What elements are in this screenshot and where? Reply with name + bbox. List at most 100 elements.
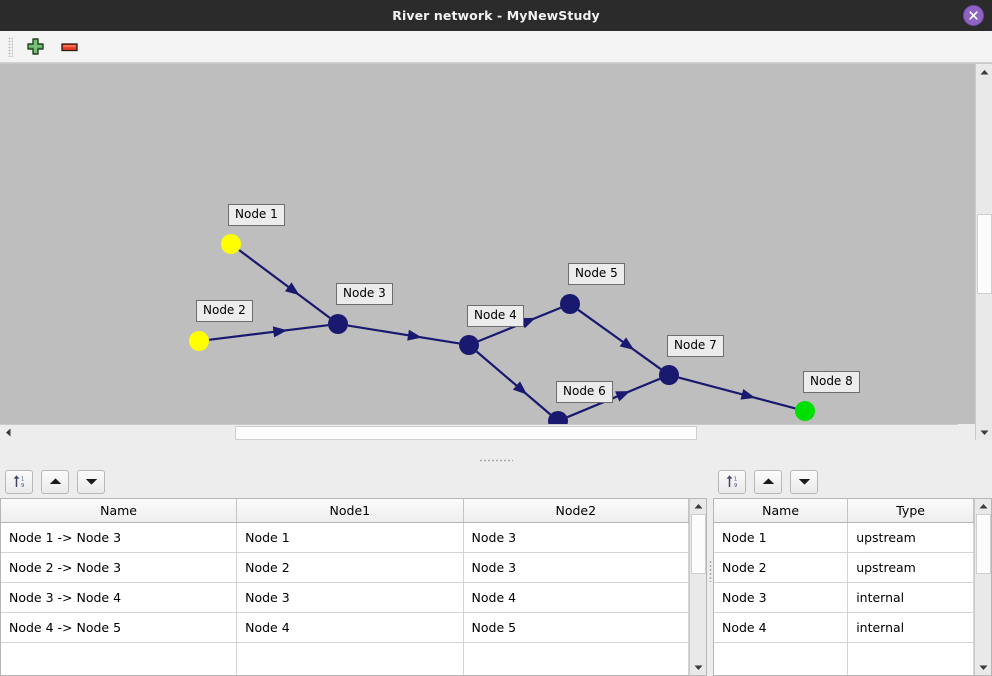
network-graph-canvas[interactable]: Node 1 Node 2 Node 3 Node 4 Node 5 Node 6 Node… (0, 63, 975, 440)
graph-node-label[interactable]: Node 4 (467, 305, 524, 327)
graph-node[interactable] (221, 234, 241, 254)
vertical-splitter[interactable] (707, 465, 713, 676)
table-cell-empty[interactable] (714, 642, 849, 672)
table-cell[interactable]: Node 4 (463, 582, 690, 613)
add-node-button[interactable] (23, 35, 47, 59)
graph-edge[interactable] (238, 249, 331, 319)
branch-move-down-button[interactable] (77, 469, 105, 494)
table-cell[interactable]: internal (847, 612, 974, 643)
table-cell[interactable]: internal (847, 582, 974, 613)
table-cell[interactable]: Node 2 (236, 552, 464, 583)
delete-node-button[interactable] (57, 35, 81, 59)
table-cell[interactable]: Node 1 (236, 522, 464, 553)
branch-scroll-up-button[interactable] (690, 499, 706, 514)
table-cell[interactable]: Node 2 -> Node 3 (1, 552, 238, 583)
table-cell[interactable]: Node 3 (463, 522, 690, 553)
column-header[interactable]: Name (714, 499, 849, 523)
table-cell-empty[interactable] (1, 642, 238, 672)
table-cell-empty[interactable] (236, 672, 464, 675)
table-cell[interactable]: Node 4 -> Node 5 (1, 612, 238, 643)
graph-edge[interactable] (347, 324, 460, 345)
table-cell-empty[interactable] (236, 642, 464, 672)
table-row-empty[interactable] (714, 672, 974, 675)
graph-node[interactable] (560, 294, 580, 314)
graph-edge[interactable] (475, 350, 552, 416)
graph-node[interactable] (659, 365, 679, 385)
branch-move-up-button[interactable] (41, 469, 69, 494)
table-row-empty[interactable] (1, 672, 690, 675)
sort-icon: 1 9 (13, 475, 24, 489)
graph-edge[interactable] (566, 377, 661, 419)
node-move-up-button[interactable] (754, 469, 782, 494)
table-cell[interactable]: upstream (847, 552, 974, 583)
branch-scroll-down-button[interactable] (690, 660, 706, 675)
table-cell-empty[interactable] (847, 672, 974, 675)
graph-node-label[interactable]: Node 7 (667, 335, 724, 357)
table-row-empty[interactable] (1, 642, 690, 672)
table-cell-empty[interactable] (463, 672, 690, 675)
node-table-vscrollbar[interactable] (974, 499, 991, 675)
table-cell[interactable]: Node 1 (714, 522, 849, 553)
table-cell[interactable]: upstream (847, 522, 974, 553)
branch-scroll-thumb[interactable] (691, 514, 706, 574)
table-cell-empty[interactable] (714, 672, 849, 675)
graph-edge[interactable] (577, 308, 662, 371)
table-cell[interactable]: Node 3 (714, 582, 849, 613)
column-header[interactable]: Type (847, 499, 974, 523)
table-row-empty[interactable] (714, 642, 974, 672)
close-button[interactable] (963, 5, 984, 26)
table-cell[interactable]: Node 5 (463, 612, 690, 643)
table-cell[interactable]: Node 4 (236, 612, 464, 643)
branch-sort-button[interactable]: 1 9 (5, 469, 33, 494)
node-move-down-button[interactable] (790, 469, 818, 494)
table-cell[interactable]: Node 3 (236, 582, 464, 613)
graph-node-label[interactable]: Node 8 (803, 371, 860, 393)
scroll-up-button[interactable] (976, 64, 992, 80)
column-header[interactable]: Name (1, 499, 238, 523)
branch-table-vscrollbar[interactable] (689, 499, 706, 675)
graph-node-label[interactable]: Node 2 (196, 300, 253, 322)
graph-node[interactable] (328, 314, 348, 334)
node-scroll-thumb[interactable] (976, 514, 991, 574)
table-cell-empty[interactable] (463, 642, 690, 672)
graph-node[interactable] (189, 331, 209, 351)
graph-edge[interactable] (678, 376, 796, 410)
scroll-down-button[interactable] (976, 424, 992, 440)
graph-node-label[interactable]: Node 6 (556, 381, 613, 403)
column-header[interactable]: Node2 (463, 499, 690, 523)
table-cell-empty[interactable] (847, 642, 974, 672)
toolbar-grip[interactable] (8, 36, 13, 57)
node-sort-button[interactable]: 1 9 (718, 469, 746, 494)
table-cell[interactable]: Node 3 -> Node 4 (1, 582, 238, 613)
column-header[interactable]: Node1 (236, 499, 464, 523)
node-scroll-down-button[interactable] (975, 660, 991, 675)
table-cell-empty[interactable] (1, 672, 238, 675)
graph-edge[interactable] (208, 324, 329, 341)
graph-hscroll-thumb[interactable] (235, 426, 697, 440)
graph-horizontal-scrollbar[interactable] (0, 424, 975, 440)
table-cell[interactable]: Node 2 (714, 552, 849, 583)
graph-node-label[interactable]: Node 1 (228, 204, 285, 226)
graph-node-label[interactable]: Node 3 (336, 283, 393, 305)
node-scroll-up-button[interactable] (975, 499, 991, 514)
graph-vertical-scrollbar[interactable] (975, 63, 992, 440)
graph-node[interactable] (459, 335, 479, 355)
table-cell[interactable]: Node 1 -> Node 3 (1, 522, 238, 553)
table-cell[interactable]: Node 4 (714, 612, 849, 643)
graph-node[interactable] (795, 401, 815, 421)
graph-node-label[interactable]: Node 5 (568, 263, 625, 285)
graph-vscroll-thumb[interactable] (977, 214, 992, 294)
scroll-left-button[interactable] (0, 425, 16, 440)
horizontal-splitter[interactable] (0, 456, 992, 465)
table-cell[interactable]: Node 3 (463, 552, 690, 583)
